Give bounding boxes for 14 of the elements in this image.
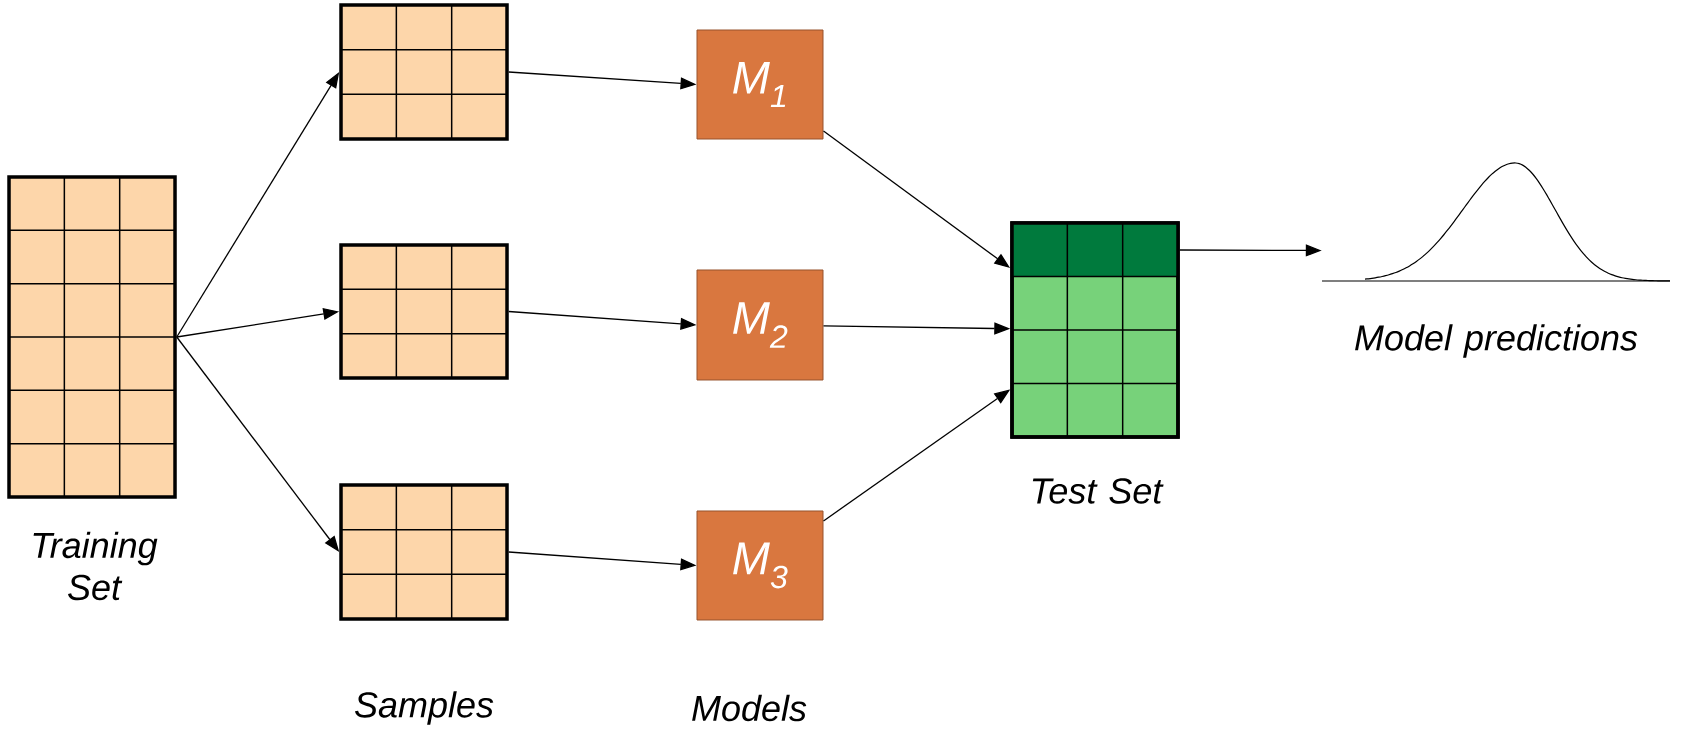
caption-label: Test Set bbox=[1032, 478, 1164, 504]
caption-label: Samples bbox=[355, 691, 494, 725]
model-box: M$_{2}$ bbox=[696, 269, 824, 381]
table-grid bbox=[339, 483, 509, 621]
table-grid bbox=[7, 175, 177, 499]
caption-label: Training Set bbox=[33, 531, 158, 601]
table-grid bbox=[339, 3, 509, 141]
bell-curve-drawing bbox=[1321, 162, 1671, 282]
table-grid bbox=[339, 243, 509, 380]
model-box: M$_{3}$ bbox=[696, 510, 824, 621]
caption-label: Model predictions bbox=[1355, 324, 1638, 358]
table-grid bbox=[1010, 221, 1180, 439]
model-box: M$_{1}$ bbox=[696, 29, 824, 140]
caption-label: Models bbox=[692, 694, 807, 722]
